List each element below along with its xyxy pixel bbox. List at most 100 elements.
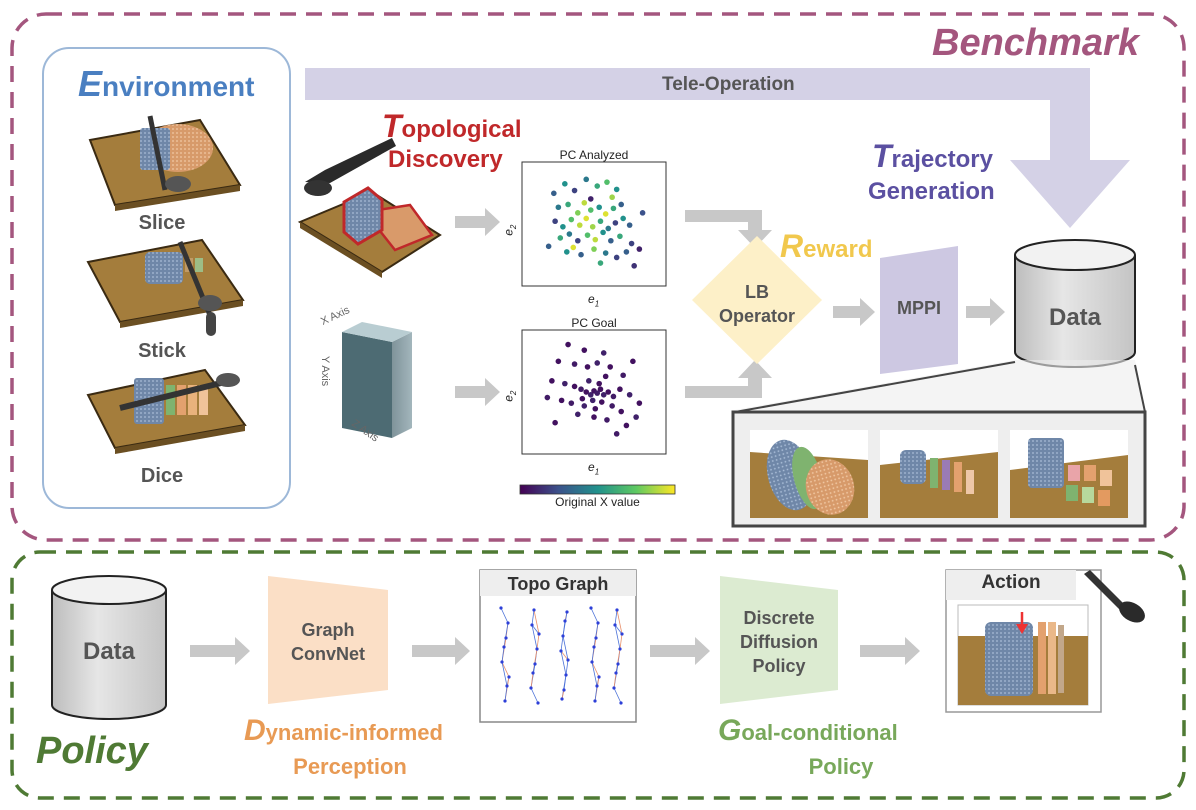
graph-node — [566, 658, 570, 662]
graph-node — [612, 686, 616, 690]
graph-node — [504, 636, 508, 640]
scatter-point — [568, 400, 575, 406]
dynamic-title: Dynamic-informed — [244, 714, 443, 747]
graph-node — [565, 610, 569, 614]
scatter-point — [552, 419, 558, 426]
graph-node — [590, 660, 594, 664]
arrow-pc-to-lb — [685, 210, 772, 248]
arrow-topo-to-diffusion — [650, 637, 710, 665]
graph-node — [613, 623, 617, 627]
arrow-topo-to-pc — [455, 208, 500, 236]
scatter-point — [608, 237, 614, 244]
scatter-point — [626, 391, 633, 398]
pc-analyzed-points — [545, 176, 646, 269]
environment-title: Environment — [78, 63, 255, 104]
diffusion-block — [720, 576, 838, 704]
scatter-point — [591, 246, 597, 252]
scatter-point — [576, 222, 583, 228]
graph-node — [531, 671, 535, 675]
graph-edge — [531, 624, 540, 635]
policy-frame — [10, 550, 1186, 800]
scatter-point — [626, 222, 633, 228]
graph-node — [620, 632, 624, 636]
dynamic-subtitle: Perception — [293, 754, 407, 779]
scatter-point — [563, 249, 570, 255]
scatter-point — [600, 391, 607, 398]
graph-node — [532, 608, 536, 612]
graph-node — [561, 634, 565, 638]
env-label-dice: Dice — [140, 465, 184, 487]
arrow-data-to-gcn — [190, 637, 250, 665]
scatter-point — [623, 422, 630, 429]
scatter-point — [605, 225, 612, 232]
benchmark-title: Benchmark — [932, 22, 1139, 64]
scatter-point — [610, 205, 617, 212]
graph-node — [507, 675, 511, 679]
arrow-goal-to-lb — [685, 360, 772, 398]
scatter-point — [617, 233, 623, 240]
graph-edge — [531, 609, 535, 626]
scatter-point — [552, 218, 558, 225]
graph-node — [589, 606, 593, 610]
scatter-point — [570, 244, 577, 251]
scatter-point — [609, 403, 615, 409]
scatter-point — [562, 380, 568, 387]
mppi-block — [880, 246, 958, 374]
scatter-point — [555, 358, 562, 365]
pc-analyzed-frame — [521, 161, 667, 287]
policy-title: Policy — [36, 730, 148, 772]
scatter-point — [639, 210, 646, 216]
graph-edge — [591, 661, 598, 687]
arrow-mppi-to-data — [966, 298, 1005, 326]
scatter-point — [633, 414, 639, 420]
scatter-point — [594, 183, 601, 189]
graph-edge — [614, 624, 621, 650]
scatter-point — [571, 361, 578, 367]
axis-label-y: Y Axis — [319, 355, 332, 387]
scatter-point — [589, 397, 596, 404]
scatter-point — [583, 176, 590, 183]
scatter-point — [557, 235, 564, 241]
scatter-point — [565, 201, 571, 208]
colorbar-label: Original X value — [555, 495, 640, 509]
graph-edge — [560, 635, 564, 652]
scatter-point — [617, 386, 623, 393]
pc-analyzed-ylabel: e2 — [501, 224, 518, 236]
graph-edge — [614, 609, 618, 626]
result-thumb-1 — [750, 430, 868, 518]
teleop-arrow — [305, 68, 1130, 228]
policy-data-cylinder — [51, 575, 167, 720]
knife-icon — [1084, 570, 1145, 623]
scatter-point — [589, 223, 596, 230]
graph-edge — [562, 635, 569, 661]
scatter-point — [597, 260, 604, 266]
scatter-point — [587, 196, 594, 202]
graph-node — [560, 697, 564, 701]
scatter-point — [613, 254, 620, 261]
graph-node — [499, 606, 503, 610]
arrow-diffusion-to-action — [860, 637, 920, 665]
graph-node — [593, 699, 597, 703]
env-label-stick: Stick — [138, 340, 186, 362]
graph-node — [535, 647, 539, 651]
graph-edge — [501, 646, 505, 663]
env-label-slice: Slice — [138, 212, 186, 234]
graph-node — [533, 662, 537, 666]
scatter-point — [544, 394, 551, 401]
graph-edge — [531, 624, 538, 650]
scatter-point — [555, 204, 562, 211]
pc-goal-title: PC Goal — [571, 316, 617, 330]
arrow-gcn-to-topo — [412, 637, 470, 665]
graph-node — [597, 675, 601, 679]
graph-edge — [619, 633, 623, 650]
scatter-point — [571, 187, 578, 194]
scatter-point — [636, 246, 643, 252]
scatter-point — [631, 263, 637, 269]
scatter-point — [562, 181, 568, 187]
scatter-point — [560, 223, 566, 230]
zoom-callout — [735, 360, 1145, 410]
scatter-point — [575, 411, 581, 418]
